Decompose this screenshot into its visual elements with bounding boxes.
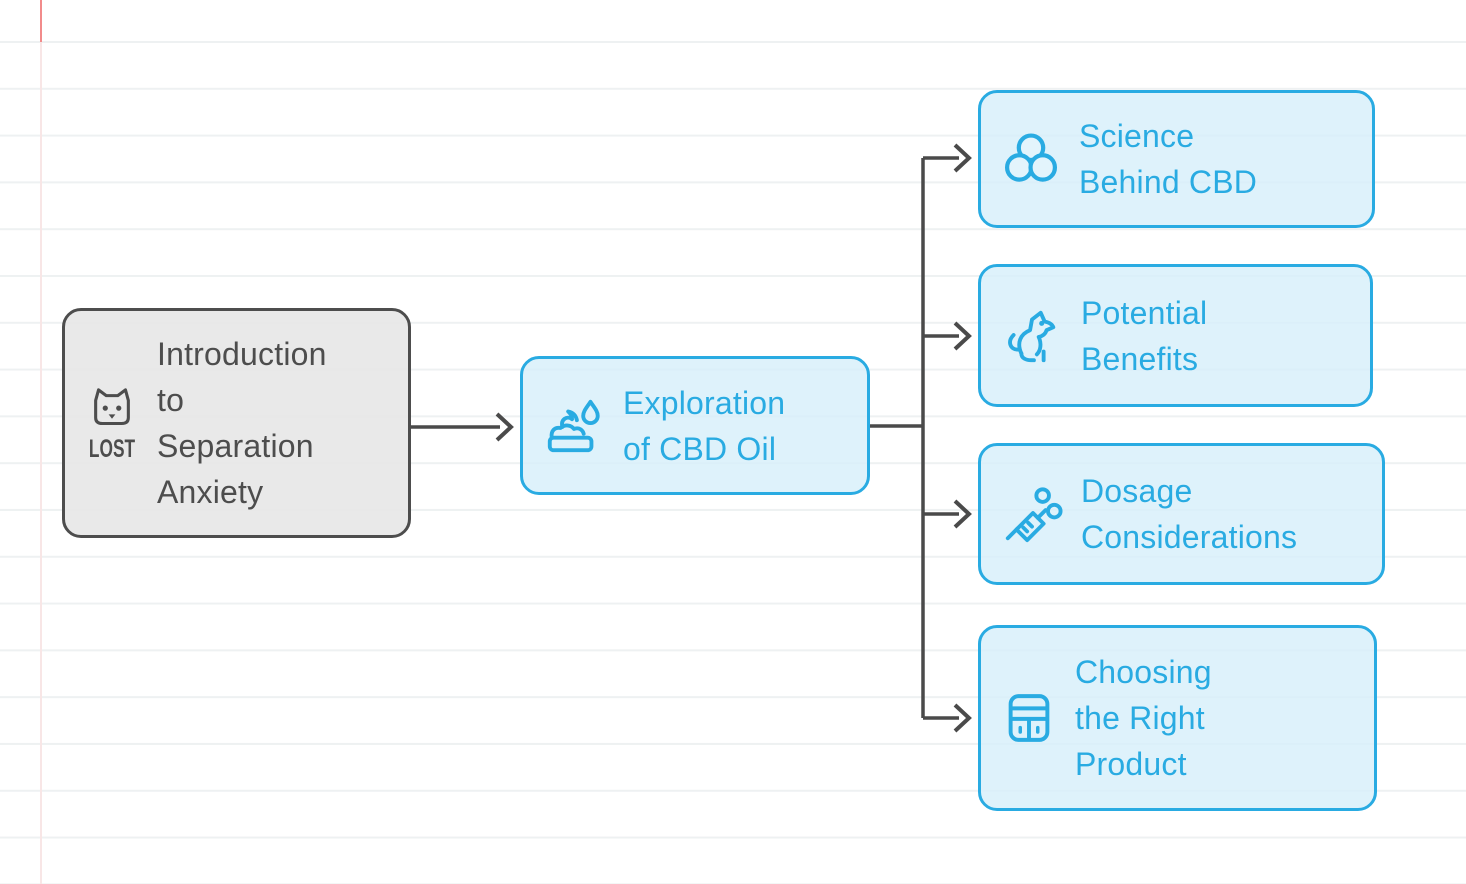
lost-badge-text: LOST [89, 435, 135, 461]
storefront-icon [1001, 690, 1057, 746]
node-label: Exploration of CBD Oil [623, 384, 786, 467]
lost-pet-icon: LOST [85, 386, 139, 461]
node-label: Potential Benefits [1081, 294, 1208, 377]
molecule-icon [1001, 129, 1061, 189]
syringe-icon [1001, 483, 1063, 545]
node-introduction[interactable]: LOST Introduction to Separation Anxiety [62, 308, 411, 538]
node-label: Introduction to Separation Anxiety [157, 336, 327, 510]
node-label: Choosing the Right Product [1075, 654, 1212, 782]
node-science[interactable]: Science Behind CBD [978, 90, 1375, 228]
node-exploration[interactable]: Exploration of CBD Oil [520, 356, 870, 495]
arrowhead-dosage [953, 499, 972, 529]
notebook-margin-line [40, 0, 42, 884]
node-label: Science Behind CBD [1079, 118, 1258, 200]
arrowhead-benefits [953, 321, 972, 351]
node-dosage[interactable]: Dosage Considerations [978, 443, 1385, 585]
dog-icon [1001, 305, 1063, 367]
arrowhead-explore [495, 412, 514, 442]
node-product[interactable]: Choosing the Right Product [978, 625, 1377, 811]
node-benefits[interactable]: Potential Benefits [978, 264, 1373, 407]
arrowhead-science [953, 143, 972, 173]
node-label: Dosage Considerations [1081, 473, 1298, 555]
cream-jar-icon [543, 395, 605, 457]
notebook-margin-line-top [40, 0, 42, 42]
arrowhead-product [953, 703, 972, 733]
